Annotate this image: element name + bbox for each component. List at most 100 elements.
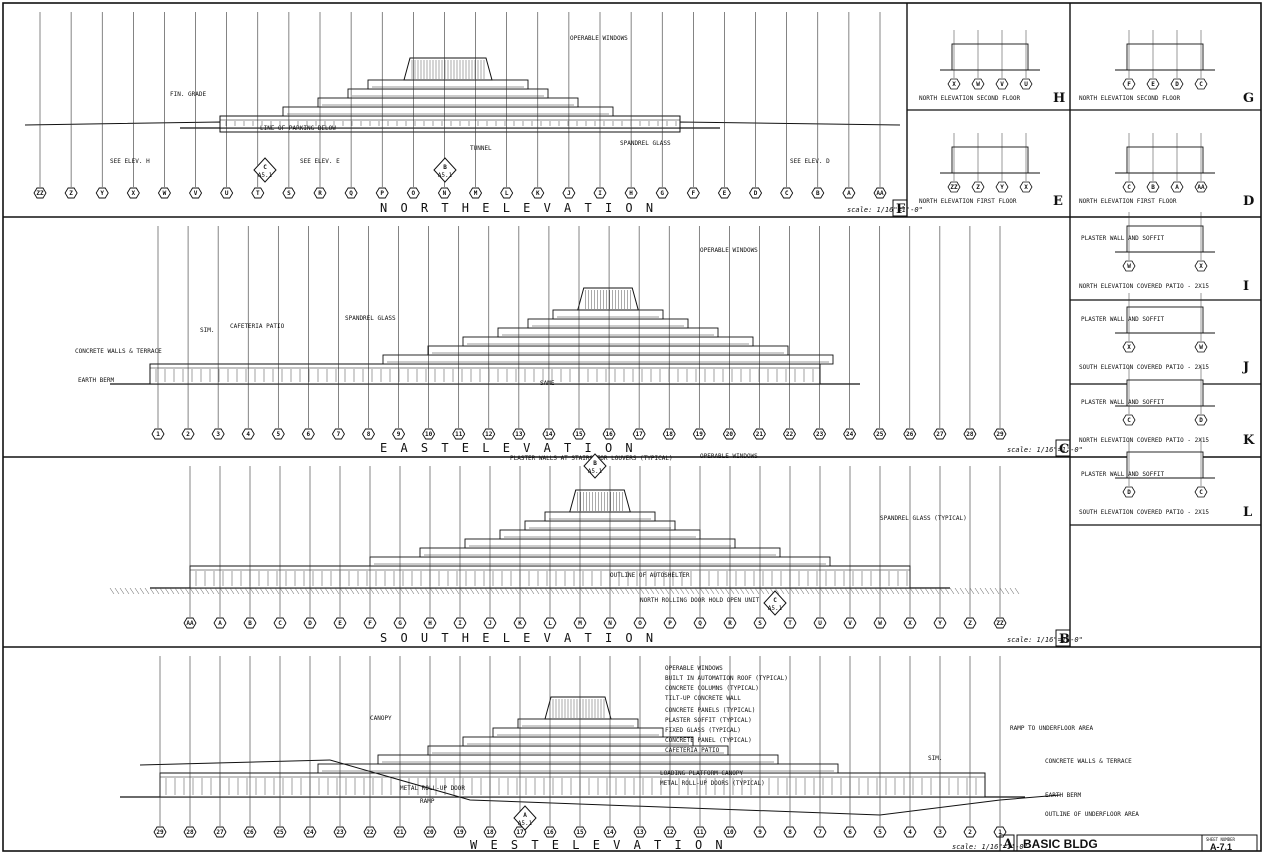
south-grid-label-W: W: [878, 620, 882, 627]
drawing-note: BUILT IN AUTOMATION ROOF (TYPICAL): [665, 675, 788, 682]
small-view-title-K: NORTH ELEVATION COVERED PATIO - 2X15: [1079, 437, 1209, 444]
south-grid-bubble: [573, 617, 587, 629]
south-berm-hatch: [859, 587, 865, 595]
drawing-note: OPERABLE WINDOWS: [700, 453, 758, 460]
small-view-grid-label-W: W: [976, 81, 980, 88]
south-berm-hatch: [194, 587, 200, 595]
east-grid-label-4: 4: [246, 431, 250, 438]
north-elevation-letter: F: [896, 202, 906, 217]
east-grid-bubble: [331, 428, 345, 440]
south-berm-hatch: [744, 587, 750, 595]
south-berm-hatch: [944, 587, 950, 595]
west-grid-label-11: 11: [696, 829, 704, 836]
east-grid-label-18: 18: [666, 431, 674, 438]
north-elevation-title: N O R T H E L E V A T I O N: [380, 201, 656, 215]
small-view-letter-L: L: [1243, 505, 1252, 520]
drawing-note: SEE ELEV. D: [790, 158, 830, 165]
north-grid-bubble: [624, 187, 638, 199]
east-grid-label-29: 29: [996, 431, 1004, 438]
west-grid-label-25: 25: [276, 829, 284, 836]
north-grid-bubble: [33, 187, 47, 199]
west-grid-label-17: 17: [516, 829, 524, 836]
west-grid-label-28: 28: [186, 829, 194, 836]
west-grid-label-18: 18: [486, 829, 494, 836]
south-berm-hatch: [979, 587, 985, 595]
north-scale: scale: 1/16"=1'-0": [847, 206, 923, 214]
south-berm-hatch: [399, 587, 405, 595]
south-berm-hatch: [934, 587, 940, 595]
south-berm-hatch: [114, 587, 120, 595]
south-berm-hatch: [959, 587, 965, 595]
south-berm-hatch: [384, 587, 390, 595]
small-view-grid-label-D: D: [1127, 489, 1131, 496]
west-grid-bubble: [153, 826, 167, 838]
south-berm-hatch: [209, 587, 215, 595]
south-berm-hatch: [764, 587, 770, 595]
south-elevation-building: [109, 489, 1020, 595]
south-berm-hatch: [569, 587, 575, 595]
east-grid-label-3: 3: [216, 431, 220, 438]
drawing-note: CONCRETE PANELS (TYPICAL): [665, 707, 755, 714]
south-berm-hatch: [724, 587, 730, 595]
south-berm-hatch: [199, 587, 205, 595]
small-view-mass-J: [1126, 306, 1204, 334]
north-grid-bubble: [282, 187, 296, 199]
small-view-grid-bubble: [1122, 260, 1136, 272]
small-view-title-D: NORTH ELEVATION FIRST FLOOR: [1079, 198, 1177, 205]
north-grid-bubble: [406, 187, 420, 199]
west-grid-label-7: 7: [818, 829, 822, 836]
south-berm-hatch: [379, 587, 385, 595]
south-berm-hatch: [894, 587, 900, 595]
south-berm-hatch: [414, 587, 420, 595]
west-grid-bubble: [513, 826, 527, 838]
south-berm-hatch: [214, 587, 220, 595]
north-grid-label-O: O: [412, 190, 416, 197]
south-berm-hatch: [754, 587, 760, 595]
east-tier-5: [527, 318, 689, 329]
small-view-note-J: PLASTER WALL AND SOFFIT: [1081, 316, 1164, 323]
south-berm-hatch: [334, 587, 340, 595]
east-grid-bubble: [151, 428, 165, 440]
south-tier-6: [544, 511, 656, 522]
drawing-note: FIN. GRADE: [170, 91, 207, 98]
north-grid-label-S: S: [287, 190, 291, 197]
south-berm-hatch: [814, 587, 820, 595]
west-grid-label-29: 29: [156, 829, 164, 836]
east-grid-label-24: 24: [846, 431, 854, 438]
small-view-grid-label-C: C: [1127, 417, 1131, 424]
west-grid-label-14: 14: [606, 829, 614, 836]
south-grid-label-T: T: [788, 620, 792, 627]
south-berm-hatch: [274, 587, 280, 595]
south-berm-hatch: [964, 587, 970, 595]
east-grid-label-12: 12: [485, 431, 493, 438]
drawing-note: SPANDREL GLASS: [620, 140, 671, 147]
south-berm-hatch: [619, 587, 625, 595]
south-berm-hatch: [634, 587, 640, 595]
small-view-grid-label-D: D: [1175, 81, 1179, 88]
south-berm-hatch: [584, 587, 590, 595]
east-grid-label-14: 14: [545, 431, 553, 438]
west-elevation-title: W E S T E L E V A T I O N: [470, 838, 726, 852]
south-grid-bubble: [363, 617, 377, 629]
east-grid-bubble: [301, 428, 315, 440]
drawing-note: CANOPY: [370, 715, 392, 722]
south-grid-bubble: [963, 617, 977, 629]
south-berm-hatch: [129, 587, 135, 595]
north-grid-bubble: [344, 187, 358, 199]
south-tier-5: [524, 520, 676, 531]
south-berm-hatch: [369, 587, 375, 595]
east-grid-bubble: [843, 428, 857, 440]
south-berm-hatch: [389, 587, 395, 595]
south-berm-hatch: [909, 587, 915, 595]
south-berm-hatch: [1004, 587, 1010, 595]
small-view-grid-label-X: X: [1024, 184, 1028, 191]
south-berm-hatch: [394, 587, 400, 595]
west-grid-bubble: [453, 826, 467, 838]
south-berm-hatch: [659, 587, 665, 595]
south-berm-hatch: [819, 587, 825, 595]
small-view-grid-bubble: [1170, 78, 1184, 90]
south-berm-hatch: [144, 587, 150, 595]
east-grid-bubble: [181, 428, 195, 440]
south-berm-hatch: [969, 587, 975, 595]
small-view-grid-bubble: [995, 78, 1009, 90]
